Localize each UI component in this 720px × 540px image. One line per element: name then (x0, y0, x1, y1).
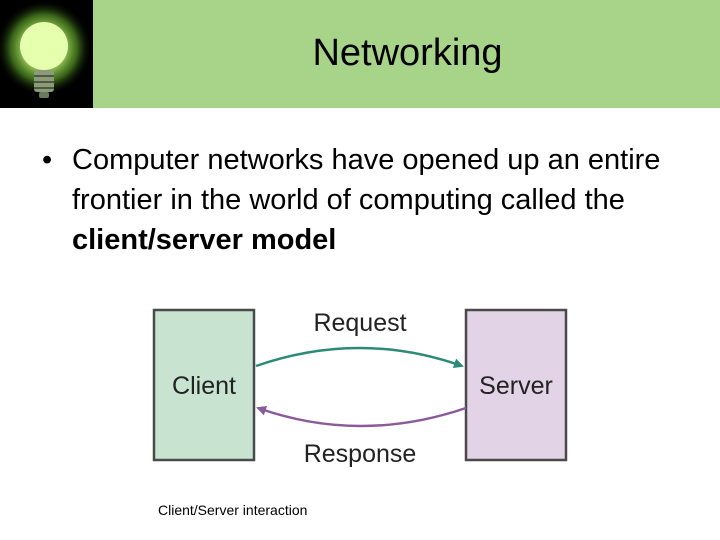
diagram-caption: Client/Server interaction (158, 502, 308, 518)
bullet-text: Computer networks have opened up an enti… (72, 140, 672, 260)
client-box (152, 308, 256, 462)
client-label: Client (172, 372, 236, 400)
response-arrow (256, 405, 467, 428)
response-label: Response (304, 440, 417, 468)
page-title: Networking (312, 32, 503, 74)
lightbulb-icon (0, 0, 93, 108)
request-arrow (255, 346, 464, 369)
header-bar: Networking (0, 0, 720, 108)
request-label: Request (313, 309, 406, 337)
bullet-dot: • (42, 144, 53, 176)
server-label: Server (479, 372, 553, 400)
server-box (464, 308, 568, 462)
bullet-text-bold: client/server model (72, 224, 337, 256)
bullet-text-plain: Computer networks have opened up an enti… (72, 144, 661, 216)
